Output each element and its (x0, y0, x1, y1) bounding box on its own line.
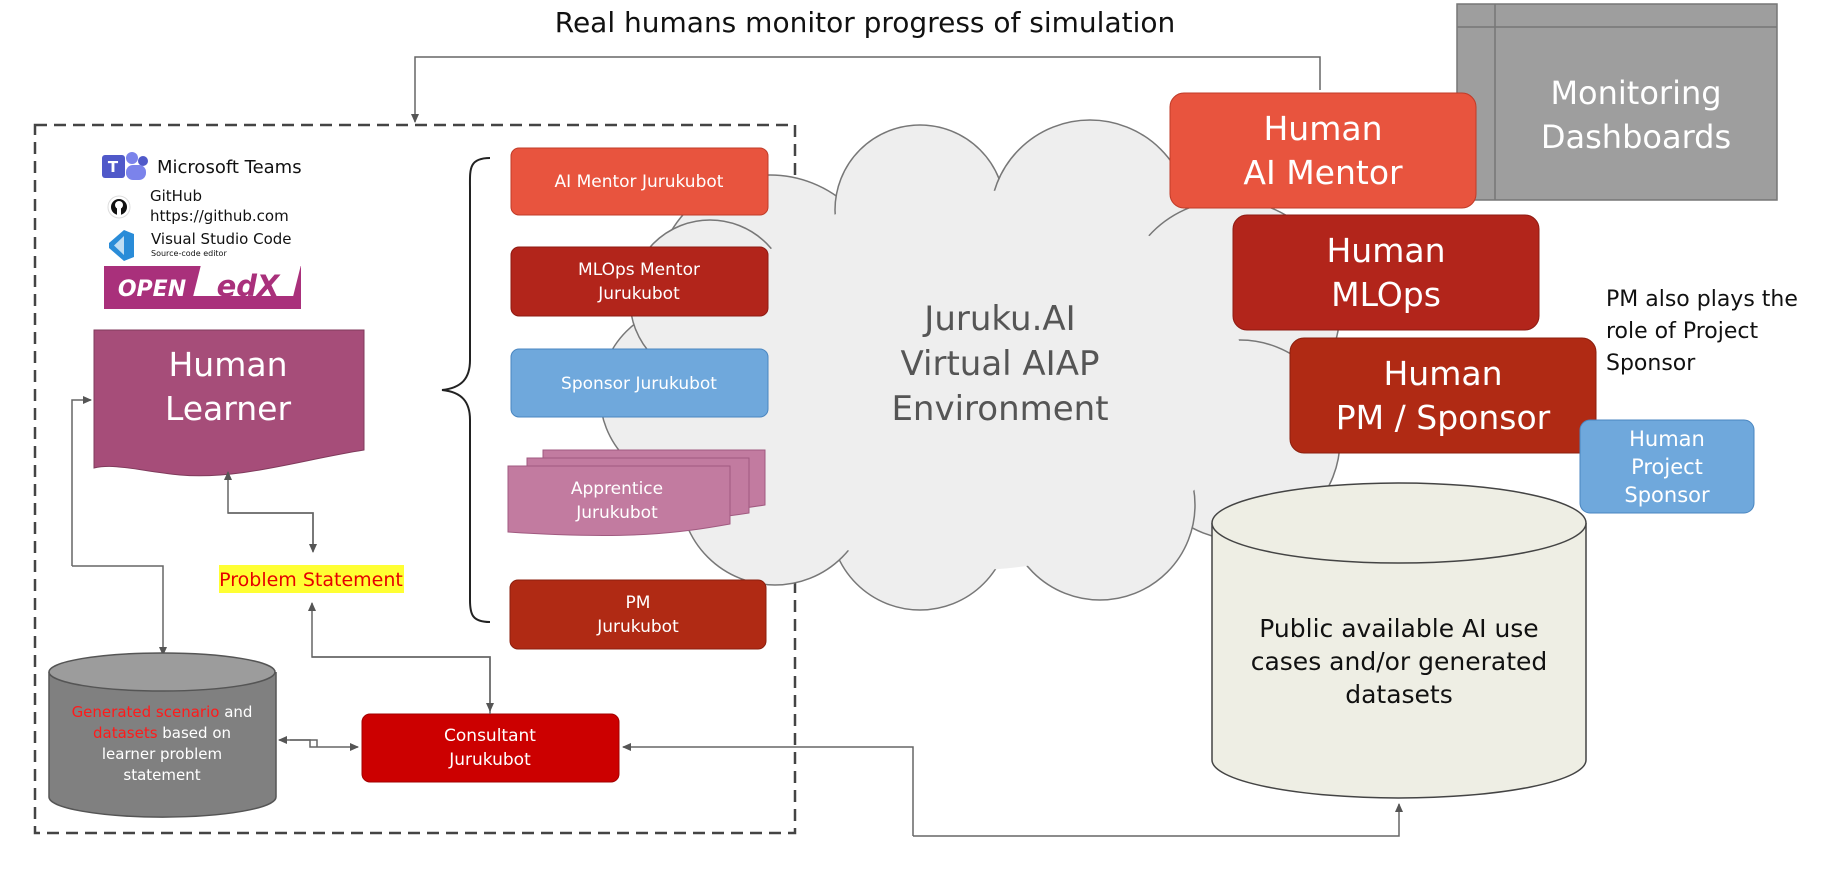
svg-text:Human: Human (1263, 109, 1382, 148)
svg-text:Apprentice: Apprentice (571, 479, 663, 499)
human-pm-sponsor: Human PM / Sponsor (1289, 337, 1597, 454)
svg-text:Human: Human (1326, 231, 1445, 270)
cloud-line-2: Virtual AIAP (901, 344, 1100, 384)
svg-text:Human: Human (168, 345, 287, 384)
svg-text:edX: edX (217, 269, 281, 303)
ai-mentor-jurukubot: AI Mentor Jurukubot (510, 147, 769, 216)
svg-text:Sponsor: Sponsor (1624, 483, 1710, 507)
top-caption: Real humans monitor progress of simulati… (555, 6, 1176, 39)
vscode-icon (109, 230, 134, 261)
human-project-sponsor: Human Project Sponsor (1579, 419, 1755, 514)
teams-label: Microsoft Teams (157, 157, 302, 178)
svg-text:Sponsor Jurukubot: Sponsor Jurukubot (561, 374, 717, 394)
problem-statement-highlight (219, 565, 404, 593)
svg-text:Jurukubot: Jurukubot (596, 617, 679, 637)
consultant-jurukubot: Consultant Jurukubot (361, 713, 620, 783)
mlops-mentor-jurukubot: MLOps Mentor Jurukubot (510, 246, 769, 317)
svg-text:Public available AI use: Public available AI use (1259, 614, 1538, 643)
problem-to-consultant-arrow (312, 656, 494, 712)
svg-text:Human: Human (1383, 354, 1502, 393)
svg-text:Jurukubot: Jurukubot (597, 284, 680, 304)
consultant-to-scenario-arrow (278, 736, 318, 747)
curly-brace (441, 157, 491, 623)
svg-text:PM: PM (626, 593, 651, 613)
svg-text:AI Mentor Jurukubot: AI Mentor Jurukubot (555, 172, 724, 192)
public-datasets-db: Public available AI use cases and/or gen… (1211, 482, 1587, 799)
svg-text:statement: statement (123, 766, 200, 784)
apprentice-jurukubot: Apprentice Jurukubot (507, 449, 766, 536)
public-db-to-consultant-arrow (622, 743, 914, 836)
cloud-line-1: Juruku.AI (922, 299, 1075, 339)
cloud-center (695, 190, 1245, 570)
svg-text:OPEN: OPEN (118, 277, 186, 302)
svg-text:datasets: datasets (1345, 680, 1453, 709)
svg-text:Project: Project (1631, 455, 1703, 479)
learner-to-problem-arrow (228, 512, 317, 553)
pm-note-line-3: Sponsor (1606, 351, 1696, 376)
pm-note-line-1: PM also plays the (1606, 287, 1798, 312)
github-label: GitHub (150, 187, 202, 205)
consultant-to-problem-arrow (308, 602, 491, 714)
teams-icon: T (102, 152, 148, 180)
svg-text:MLOps: MLOps (1331, 275, 1441, 314)
learner-to-scenario-arrow (72, 565, 167, 656)
scenario-to-consultant-arrow (290, 739, 359, 751)
learner-feedback-arrow (71, 396, 92, 566)
problem-statement: Problem Statement (219, 569, 403, 591)
svg-text:Generated scenario and: Generated scenario and (72, 703, 253, 721)
consultant-to-public-db-arrow (913, 803, 1403, 837)
vscode-sub: Source-code editor (151, 249, 227, 258)
pm-jurukubot: PM Jurukubot (509, 579, 767, 650)
svg-text:Jurukubot: Jurukubot (448, 750, 531, 770)
svg-text:cases and/or generated: cases and/or generated (1251, 647, 1548, 676)
svg-text:MLOps Mentor: MLOps Mentor (578, 260, 700, 280)
github-icon (107, 195, 131, 219)
problem-to-learner-arrow (224, 471, 314, 549)
svg-text:Jurukubot: Jurukubot (575, 503, 658, 523)
cloud-line-3: Environment (891, 389, 1108, 429)
human-learner: Human Learner (93, 329, 365, 477)
svg-text:T: T (108, 158, 119, 176)
svg-text:Consultant: Consultant (444, 726, 536, 746)
openedx-logo: OPEN edX (104, 266, 301, 309)
monitoring-line-2: Dashboards (1541, 118, 1731, 156)
github-url: https://github.com (150, 207, 289, 225)
human-ai-mentor: Human AI Mentor (1169, 92, 1477, 209)
pm-note-line-2: role of Project (1606, 319, 1759, 344)
svg-text:AI Mentor: AI Mentor (1243, 153, 1403, 192)
monitoring-dashboards: Monitoring Dashboards (1456, 3, 1778, 201)
svg-text:Human: Human (1629, 427, 1705, 451)
generated-scenario-db: Generated scenario and datasets based on… (48, 652, 277, 818)
vscode-label: Visual Studio Code (151, 230, 292, 248)
svg-text:datasets based on: datasets based on (93, 724, 231, 742)
svg-text:PM / Sponsor: PM / Sponsor (1336, 398, 1551, 437)
human-mlops: Human MLOps (1232, 214, 1540, 331)
monitor-feedback-arrow (411, 56, 1321, 123)
svg-text:learner problem: learner problem (102, 745, 222, 763)
monitoring-line-1: Monitoring (1550, 74, 1721, 112)
sponsor-jurukubot: Sponsor Jurukubot (510, 348, 769, 418)
svg-text:Learner: Learner (165, 389, 292, 428)
